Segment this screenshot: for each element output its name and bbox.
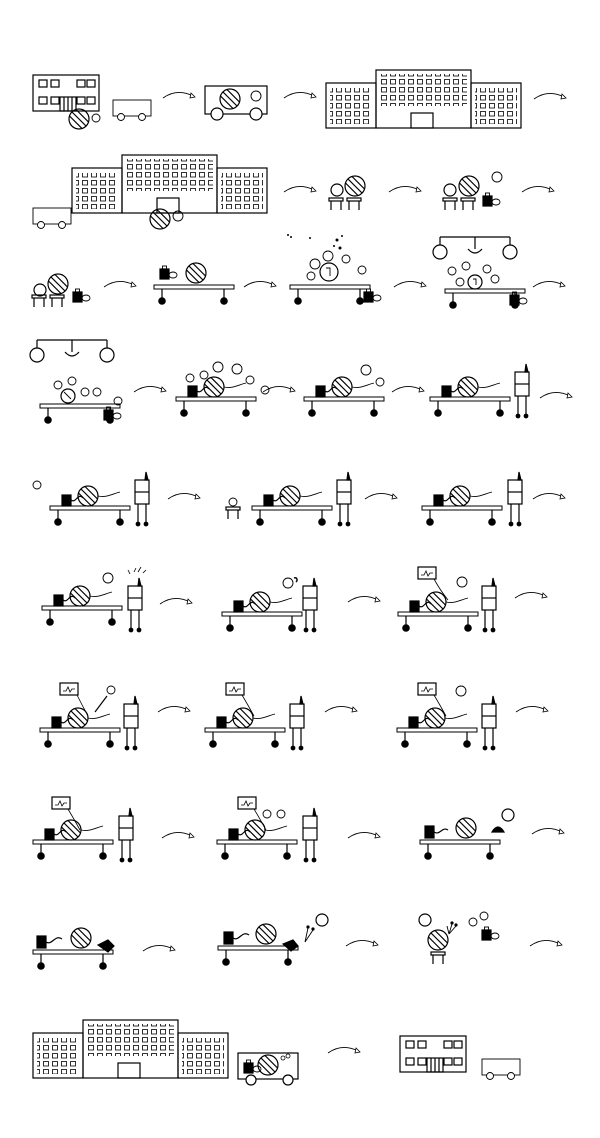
frame-chairs-with-doctor-bag-2 (31, 273, 91, 308)
arrow-connector (347, 831, 381, 839)
arrow-connector (162, 91, 196, 99)
arrow-connector (514, 591, 548, 599)
frame-monitor-and-bubbles (217, 796, 318, 864)
row-8-recovery (33, 796, 565, 864)
arrow-connector (521, 185, 555, 193)
arrow-connector (157, 705, 191, 713)
frame-large-hospital (325, 69, 522, 129)
arrow-connector (532, 280, 566, 288)
frame-ambulance-with-patient (204, 85, 268, 121)
arrow-connector (142, 944, 176, 952)
arrow-connector (531, 827, 565, 835)
frame-patient-on-bed-with-iv-stand (430, 363, 530, 419)
row-10-return-home (32, 1019, 521, 1086)
frame-patient-with-bell (419, 808, 515, 861)
frame-bed-with-patient (153, 262, 235, 306)
frame-bed-with-iv-stand (32, 471, 150, 528)
frame-hospital-and-ambulance (32, 1019, 299, 1086)
frame-monitor-readings-2 (397, 682, 497, 752)
frame-patient-on-bed (304, 364, 384, 417)
frame-bed-with-monitor (398, 566, 497, 634)
arrow-connector (103, 280, 137, 288)
frame-bed-with-timer-and-bubbles (287, 234, 382, 306)
arrow-connector (391, 385, 425, 393)
frame-bed-with-lamp-and-timer (432, 236, 528, 310)
arrow-connector (159, 597, 193, 605)
arrow-connector (327, 1046, 361, 1054)
arrow-connector (133, 385, 167, 393)
arrow-connector (364, 492, 398, 500)
row-4-procedure-start (29, 339, 573, 425)
arrow-connector (388, 185, 422, 193)
frame-small-house-and-truck (32, 74, 152, 130)
frame-monitor-with-syringe (40, 682, 139, 752)
row-6-monitoring (42, 566, 548, 634)
arrow-connector (539, 391, 573, 399)
arrow-connector (283, 185, 317, 193)
row-3-preparation (31, 234, 566, 310)
frame-monitor-readings (205, 682, 305, 752)
frame-bed-with-alert (42, 566, 147, 634)
frame-patient-with-shoe (32, 927, 115, 971)
frame-bed-with-phone (222, 577, 318, 634)
frame-hospital-with-ambulance (32, 154, 268, 230)
frame-patient-on-bed-with-bubbles (176, 361, 270, 417)
frame-patient-standing-with-flowers (418, 911, 500, 965)
frame-bed-with-iv-and-stool (225, 471, 352, 528)
row-7-monitor-readings (40, 682, 549, 752)
frame-chairs-with-doctor-bag (442, 171, 503, 211)
frame-patient-with-flowers (217, 913, 329, 967)
row-5-observation (32, 471, 566, 528)
arrow-connector (243, 280, 277, 288)
row-2-waiting (32, 154, 555, 230)
frame-chairs-with-patient-and-companion (328, 175, 366, 211)
frame-small-house-and-truck-final (399, 1035, 521, 1081)
frame-monitor-and-iv (33, 796, 134, 864)
arrow-connector (393, 280, 427, 288)
arrow-connector (345, 939, 379, 947)
frame-bed-with-iv-stand-2 (422, 471, 523, 528)
arrow-connector (161, 831, 195, 839)
arrow-connector (532, 492, 566, 500)
arrow-connector (167, 492, 201, 500)
arrow-connector (533, 92, 567, 100)
arrow-connector (324, 705, 358, 713)
arrow-connector (515, 705, 549, 713)
row-1-hospital-arrival (32, 69, 567, 130)
arrow-connector (283, 91, 317, 99)
row-9-discharge (32, 911, 563, 971)
frame-lamp-over-bed (29, 339, 123, 425)
arrow-connector (529, 939, 563, 947)
arrow-connector (347, 595, 381, 603)
